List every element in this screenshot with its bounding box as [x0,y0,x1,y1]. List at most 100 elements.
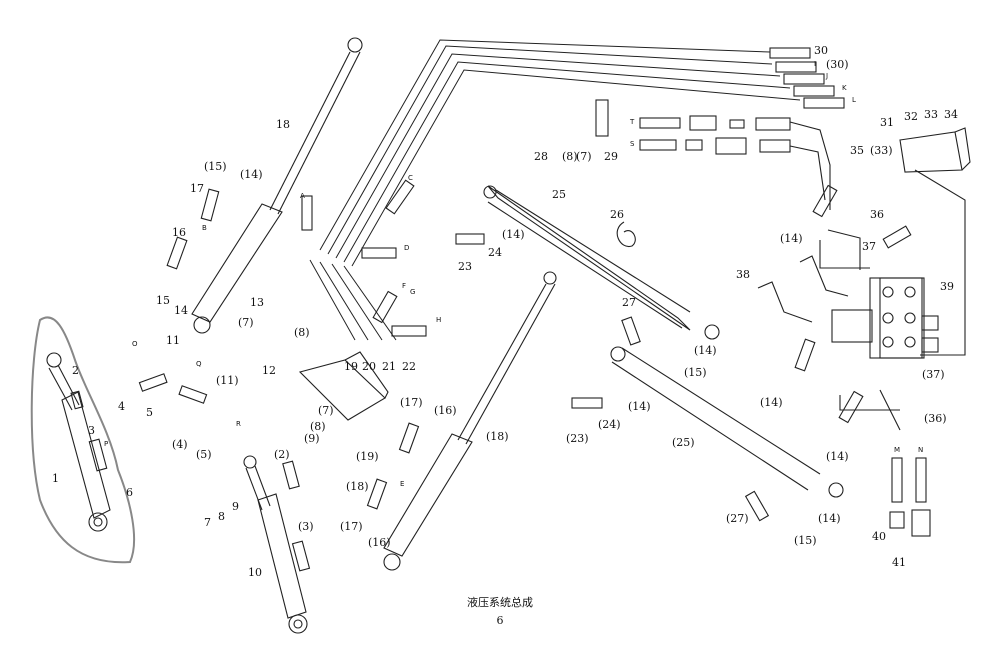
callout-25: 25 [552,188,566,201]
callout-p14g: (14) [818,512,841,525]
callout-p8a: (8) [562,150,578,163]
callout-p9: (9) [304,432,320,445]
callout-24b: (24) [598,418,621,431]
callout-16: 16 [172,226,186,239]
fittings-st [639,115,791,155]
callout-p19: (19) [356,450,379,463]
callout-27b: (27) [726,512,749,525]
callout-18: 18 [276,118,290,131]
callout-31: 31 [880,116,894,129]
port-J: J [825,72,828,80]
callout-33: 33 [924,108,938,121]
callout-35: 35 [850,144,864,157]
cylinder-18-top [191,37,363,334]
port-E: E [400,480,404,488]
port-M: M [894,446,900,454]
callout-14b: 14 [174,304,188,317]
callout-40: 40 [872,530,886,543]
callout-13: 13 [250,296,264,309]
callout-20: 20 [362,360,376,373]
port-R: R [236,420,241,428]
port-I: I [814,60,816,68]
valve-lines [789,121,966,431]
callout-p18: (18) [346,480,369,493]
callout-6: 6 [126,486,133,499]
callout-15: 15 [156,294,170,307]
callout-25b: (25) [672,436,695,449]
callout-10: 10 [248,566,262,579]
callout-p4: (4) [172,438,188,451]
port-Q: Q [196,360,202,368]
callout-p14f: (14) [826,450,849,463]
callout-p7a: (7) [238,316,254,329]
callout-p15b: (15) [794,534,817,547]
callout-p17a: (17) [400,396,423,409]
callout-p5: (5) [196,448,212,461]
highlight-outline [30,316,136,564]
diagram-caption: 液压系统总成 [467,596,533,609]
callout-8: 8 [218,510,225,523]
port-S: S [630,140,635,148]
cylinder-25-lower [610,346,844,498]
callout-12: 12 [262,364,276,377]
callout-21: 21 [382,360,396,373]
callout-23b: (23) [566,432,589,445]
quick-couplers [889,457,931,537]
callout-p14d: (14) [628,400,651,413]
control-valve-39 [831,277,939,359]
callout-18b: (18) [486,430,509,443]
port-H: H [436,316,441,324]
cylinder-10 [243,455,308,634]
callout-p16a: (16) [434,404,457,417]
callout-28: 28 [534,150,548,163]
callout-34: 34 [944,108,958,121]
port-C: C [408,174,413,182]
callout-38: 38 [736,268,750,281]
cylinder-25-upper [483,185,720,340]
callout-30b: (30) [826,58,849,71]
callout-37: 37 [862,240,876,253]
callout-23: 23 [458,260,472,273]
callout-29: 29 [604,150,618,163]
callout-24: 24 [488,246,502,259]
port-D: D [404,244,409,252]
callout-4: 4 [118,400,125,413]
callout-labels: 1 2 3 4 5 6 7 8 9 10 11 12 13 (14) 14 15… [52,44,958,579]
callout-14a: (14) [240,168,263,181]
port-K: K [842,84,847,92]
callout-17: 17 [190,182,204,195]
callout-p11: (11) [216,374,239,387]
bracket-31 [899,127,971,173]
callout-27: 27 [622,296,636,309]
callout-37b: (37) [922,368,945,381]
callout-15b: (15) [204,160,227,173]
callout-22: 22 [402,360,416,373]
callout-1: 1 [52,472,59,485]
callout-p8c: (8) [310,420,326,433]
port-L: L [852,96,856,104]
callout-36: 36 [870,208,884,221]
callout-7: 7 [204,516,211,529]
callout-p7b: (7) [318,404,334,417]
port-G: G [410,288,415,296]
callout-p14e: (14) [760,396,783,409]
callout-33b: (33) [870,144,893,157]
callout-p14c: (14) [694,344,717,357]
callout-41: 41 [892,556,906,569]
callout-p8b: (8) [294,326,310,339]
port-letters: A B C D E F G H I J K L M N O P Q R S T [104,60,923,488]
callout-p14b: (14) [502,228,525,241]
callout-p7c: (7) [576,150,592,163]
callout-39: 39 [940,280,954,293]
callout-p16b: (16) [368,536,391,549]
callout-36b: (36) [924,412,947,425]
port-O: O [132,340,138,348]
callout-p3: (3) [298,520,314,533]
cylinder-18-lower [383,271,557,571]
callout-p14a: (14) [780,232,803,245]
callout-32: 32 [904,110,918,123]
callout-5: 5 [146,406,153,419]
page-number: 6 [496,614,504,627]
